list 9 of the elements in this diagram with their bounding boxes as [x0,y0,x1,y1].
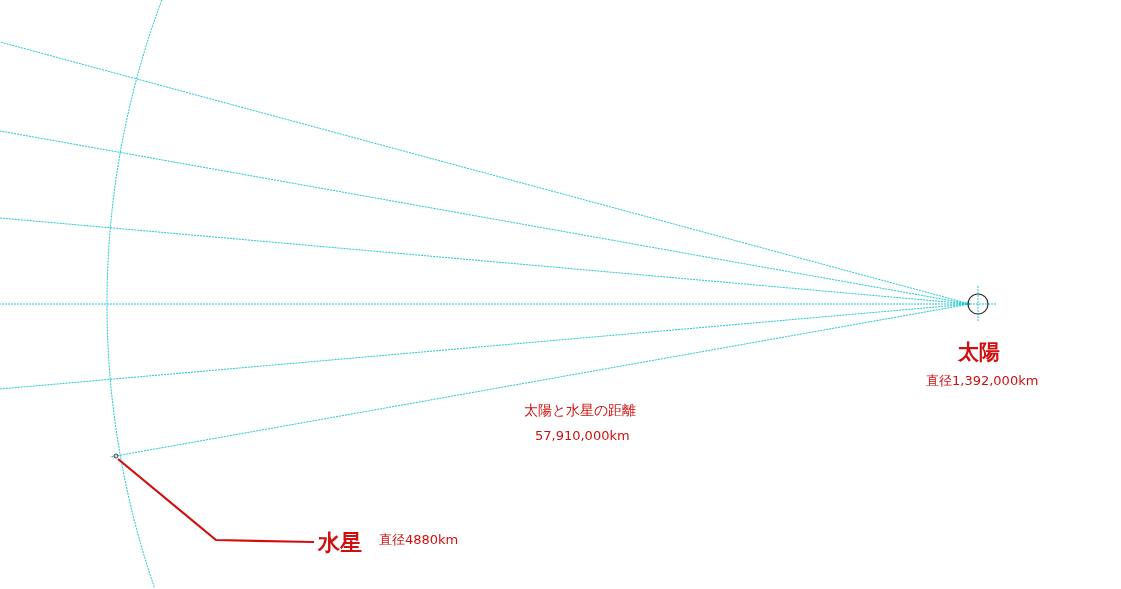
leader-line [117,458,315,544]
distance-caption: 太陽と水星の距離 [524,403,636,417]
body-name: 太陽 [958,342,1000,363]
distance-value: 57,910,000km [535,429,630,442]
diameter-label: 直径1,392,000km [926,374,1039,387]
planet-name: 水星 [318,528,368,556]
planet-point [113,453,119,459]
diameter-label: 直径4880km [379,533,459,546]
sun-circle [967,293,989,315]
